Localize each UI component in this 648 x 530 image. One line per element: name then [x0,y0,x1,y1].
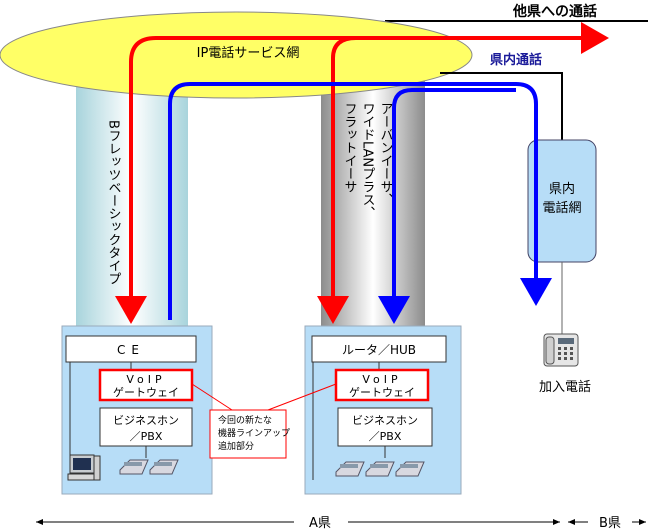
red-route-left [129,22,609,300]
left-pbx-box [99,407,193,447]
business-phone-icon [395,461,425,477]
prefecture-a-label: A県 [309,516,331,530]
other-pref-call-title: 他県への通話 [512,3,597,20]
right-pbx-label-1: ビジネスホン [352,414,418,427]
left-gateway-label-1: VoIP [126,373,165,386]
ip-network-ellipse [0,11,473,99]
right-voip-gateway-box [334,368,430,402]
business-phone-icon [365,461,395,477]
right-gateway-label-2: ゲートウェイ [349,386,415,399]
left-pbx-label-2: ／PBX [130,430,163,443]
blue-route-left [168,82,552,320]
in-pref-call-title: 県内通話 [490,52,542,68]
right-pbx-label-2: ／PBX [369,430,402,443]
right-access-pipe [321,60,425,336]
left-voip-gateway-box [98,368,194,402]
pref-network-label-2: 電話網 [542,200,581,216]
pref-network-label-1: 県内 [549,181,575,197]
right-gateway-label-1: VoIP [362,373,401,386]
business-phone-icon [149,459,179,475]
right-pbx-box [337,407,433,447]
callout-line-2: 機器ラインアップ [218,427,290,439]
subscriber-phone-label: 加入電話 [539,379,591,395]
ip-network-label: IP電話サービス網 [197,45,300,61]
left-pbx-label-1: ビジネスホン [113,414,179,427]
right-pipe-label-1: アーバンイーサ、 [378,102,394,206]
new-lineup-callout [191,383,337,459]
blue-route-right [394,88,516,320]
subscriber-phone-icon [543,333,579,367]
red-route-right [333,36,356,320]
left-gateway-label-2: ゲートウェイ [113,386,179,399]
callout-line-3: 追加部分 [218,440,254,452]
business-phone-icon [335,461,365,477]
pref-network-link [440,72,563,140]
right-pipe-label-2: ワイドLANプラス、 [360,102,375,219]
prefecture-b-label: B県 [599,516,621,530]
computer-icon [67,454,101,481]
left-router-label: CE [117,343,145,357]
right-router-label: ルータ／HUB [342,343,416,357]
left-pipe-label: Bフレッツベーシックタイプ [106,120,122,285]
right-pipe-label-3: フラットイーサ [342,102,357,193]
business-phone-icon [119,459,149,475]
callout-line-1: 今回の新たな [218,414,272,426]
